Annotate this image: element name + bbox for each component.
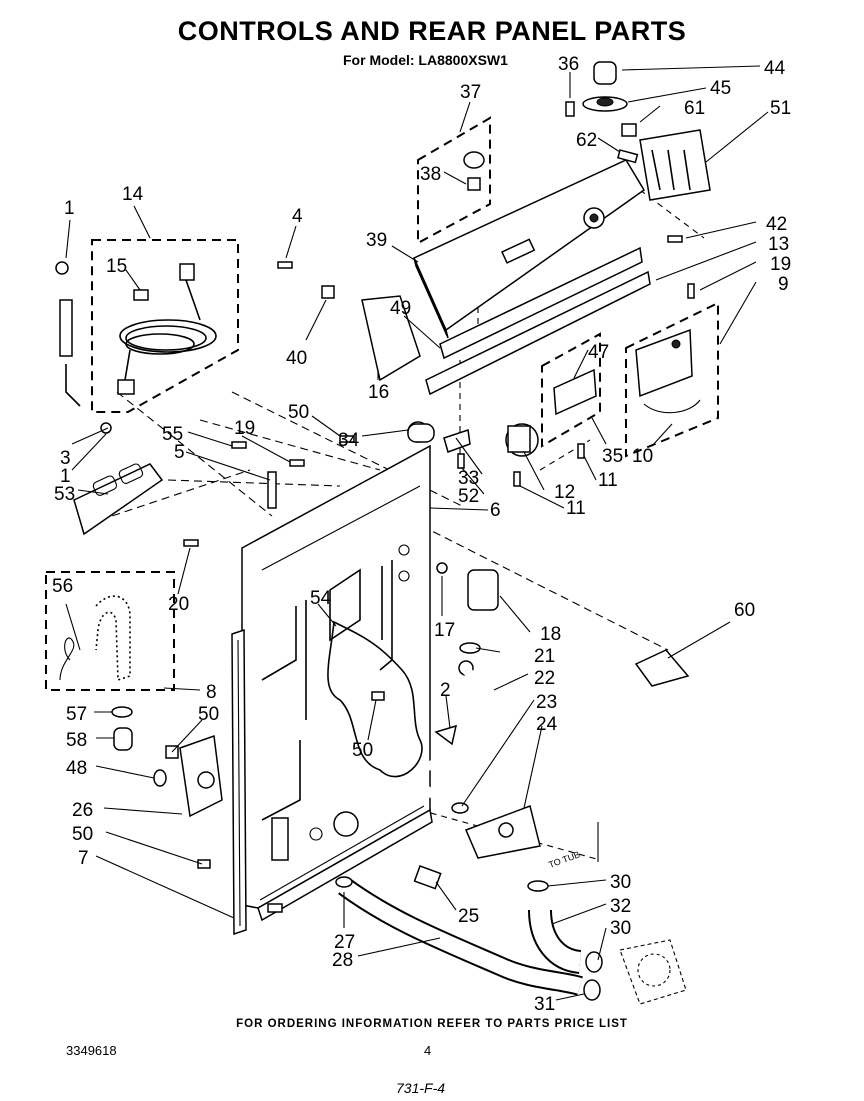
power-cord bbox=[117, 263, 217, 395]
callout: 14 bbox=[122, 184, 144, 205]
callout: 62 bbox=[576, 130, 597, 151]
callout: 30 bbox=[610, 918, 631, 939]
callout: 40 bbox=[286, 348, 307, 369]
page-code: 731-F-4 bbox=[396, 1080, 446, 1096]
callout: 25 bbox=[458, 906, 479, 927]
callout: 8 bbox=[206, 682, 217, 703]
callout: 1 bbox=[60, 466, 71, 487]
callout: 3 bbox=[60, 448, 71, 469]
callout: 23 bbox=[536, 692, 557, 713]
callout: 19 bbox=[770, 254, 791, 275]
model-subtitle: For Model: LA8800XSW1 bbox=[343, 52, 508, 68]
leader-lines bbox=[65, 65, 769, 1001]
callout: 44 bbox=[764, 58, 786, 79]
callout: 60 bbox=[734, 600, 755, 621]
ordering-note: FOR ORDERING INFORMATION REFER TO PARTS … bbox=[236, 1018, 628, 1030]
page-number: 4 bbox=[424, 1043, 432, 1058]
callout: 19 bbox=[234, 418, 255, 439]
callout: 27 bbox=[334, 932, 355, 953]
callout: 18 bbox=[540, 624, 561, 645]
callout: 2 bbox=[440, 680, 451, 701]
callout: 30 bbox=[610, 872, 631, 893]
callout: 50 bbox=[288, 402, 309, 423]
callout: 49 bbox=[390, 298, 411, 319]
callout: 56 bbox=[52, 576, 73, 597]
callout: 16 bbox=[368, 382, 389, 403]
document-number: 3349618 bbox=[66, 1043, 117, 1058]
callout: 6 bbox=[490, 500, 501, 521]
corner-post bbox=[231, 628, 247, 936]
callout: 9 bbox=[778, 274, 789, 295]
callout: 11 bbox=[566, 498, 586, 519]
callout: 21 bbox=[534, 646, 555, 667]
callout: 47 bbox=[588, 342, 609, 363]
callout: 61 bbox=[684, 98, 705, 119]
callouts: 1 14 15 4 39 37 38 36 44 45 61 62 51 42 … bbox=[52, 54, 791, 1015]
page-title: CONTROLS AND REAR PANEL PARTS bbox=[177, 16, 687, 46]
callout: 11 bbox=[598, 470, 618, 491]
callout: 20 bbox=[168, 594, 189, 615]
valve-parts bbox=[458, 569, 499, 676]
callout: 12 bbox=[554, 482, 575, 503]
callout: 22 bbox=[534, 668, 555, 689]
callout: 38 bbox=[420, 164, 441, 185]
callout: 45 bbox=[710, 78, 731, 99]
callout: 13 bbox=[768, 234, 789, 255]
pump-bracket bbox=[451, 802, 541, 859]
callout: 51 bbox=[770, 98, 791, 119]
callout: 32 bbox=[610, 896, 631, 917]
callout: 7 bbox=[78, 848, 89, 869]
callout: 31 bbox=[534, 994, 555, 1015]
small-parts bbox=[267, 649, 690, 913]
callout: 34 bbox=[338, 430, 360, 451]
callout: 5 bbox=[174, 442, 185, 463]
callout: 54 bbox=[310, 588, 332, 609]
callout: 24 bbox=[536, 714, 558, 735]
drain-hose bbox=[335, 876, 687, 1005]
internal-hose bbox=[415, 666, 493, 811]
console-parts bbox=[361, 129, 711, 457]
box-9 bbox=[625, 301, 719, 458]
callout: 33 bbox=[458, 468, 479, 489]
callout: 28 bbox=[332, 950, 353, 971]
callout: 57 bbox=[66, 704, 87, 725]
box-14 bbox=[91, 239, 239, 413]
callout: 48 bbox=[66, 758, 87, 779]
to-tub-label: TO TUB bbox=[547, 849, 581, 870]
callout: 35 bbox=[602, 446, 623, 467]
hardware bbox=[55, 61, 695, 869]
tray bbox=[73, 463, 164, 536]
callout: 50 bbox=[198, 704, 219, 725]
callout: 4 bbox=[292, 206, 303, 227]
box-8 bbox=[45, 571, 175, 691]
mixing-valve bbox=[153, 734, 223, 818]
callout: 17 bbox=[434, 620, 455, 641]
callout: 36 bbox=[558, 54, 579, 75]
callout: 50 bbox=[352, 740, 373, 761]
callout: 26 bbox=[72, 800, 93, 821]
rear-panel bbox=[241, 444, 433, 922]
dashed-boxes bbox=[45, 116, 719, 691]
callout: 55 bbox=[162, 424, 183, 445]
callout: 53 bbox=[54, 484, 75, 505]
callout: 42 bbox=[766, 214, 787, 235]
callout: 50 bbox=[72, 824, 93, 845]
box-37 bbox=[417, 116, 491, 245]
callout: 10 bbox=[632, 446, 653, 467]
callout: 1 bbox=[64, 198, 75, 219]
callout: 37 bbox=[460, 82, 481, 103]
callout: 15 bbox=[106, 256, 127, 277]
callout: 58 bbox=[66, 730, 87, 751]
callout: 39 bbox=[366, 230, 387, 251]
fill-hose bbox=[59, 595, 133, 751]
callout: 52 bbox=[458, 486, 479, 507]
